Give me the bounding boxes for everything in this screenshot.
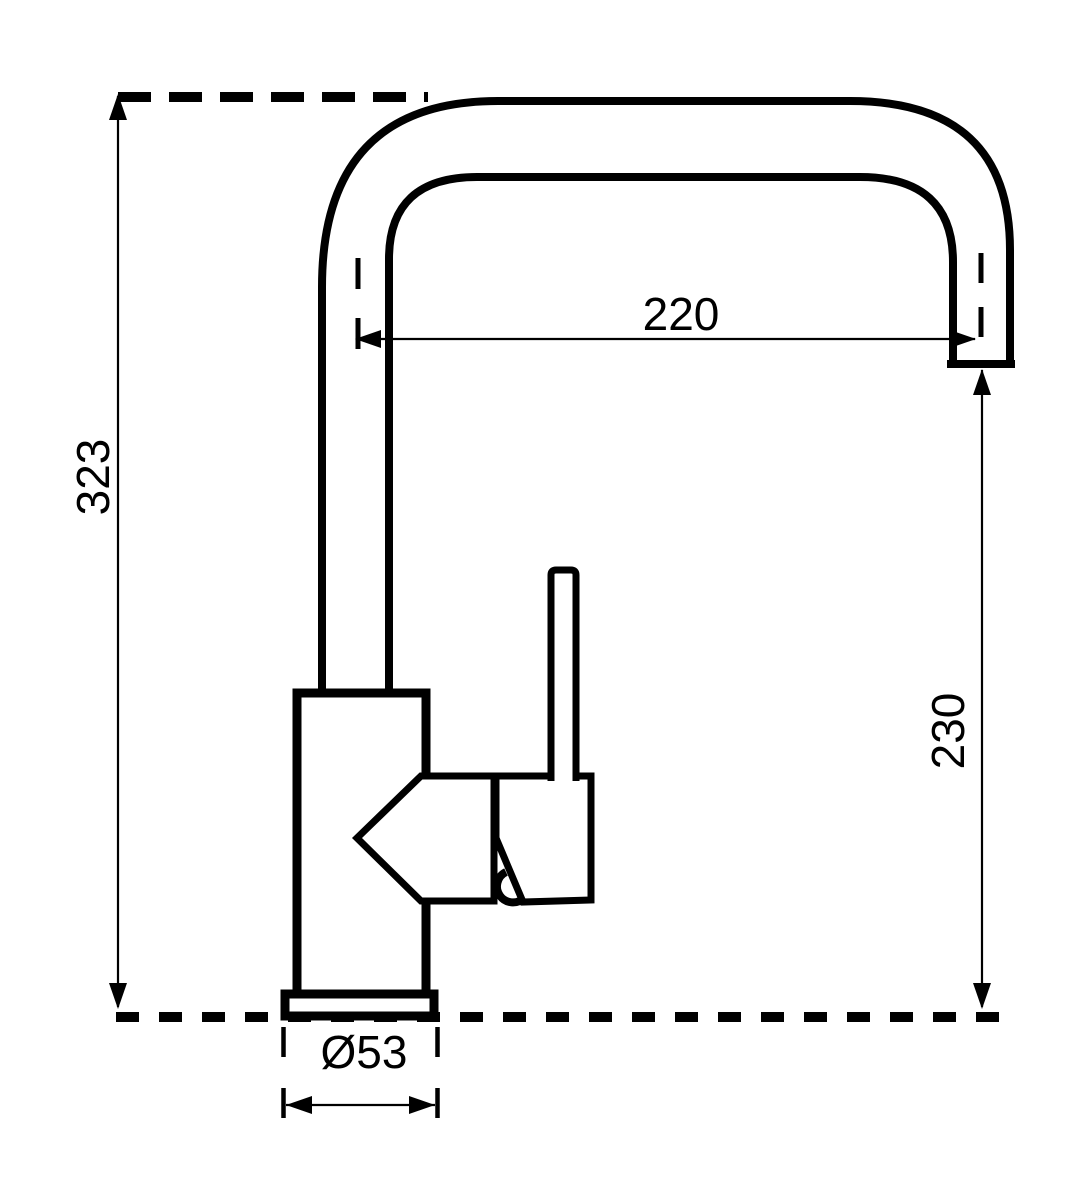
spout-outer-contour (318, 97, 1014, 697)
base-diameter-label: Ø53 (321, 1026, 408, 1078)
spout-inner-contour (385, 173, 957, 697)
arrow-left-icon (286, 1096, 312, 1114)
arrow-down-icon (973, 983, 991, 1009)
arrow-left-icon (355, 330, 381, 348)
arrow-up-icon (109, 94, 127, 120)
cartridge-housing (492, 772, 595, 906)
spout-reach-label: 220 (643, 288, 720, 340)
outlet-height-label: 230 (922, 693, 974, 770)
arrow-down-icon (109, 983, 127, 1009)
cartridge-dome-arc (493, 868, 527, 907)
handle-lever (547, 566, 580, 781)
arrow-up-icon (973, 369, 991, 395)
reference-lines (116, 92, 1002, 1022)
neck-joint (351, 772, 498, 905)
base-flange (280, 989, 439, 1021)
dimension-overall-height: 323 (67, 94, 127, 1009)
faucet-outline (280, 97, 1015, 1021)
dimension-base-diameter: Ø53 (281, 1026, 440, 1118)
dimension-spout-reach: 220 (355, 288, 976, 348)
arrow-right-icon (950, 330, 976, 348)
dimension-outlet-height: 230 (922, 369, 991, 1009)
arrow-right-icon (409, 1096, 435, 1114)
overall-height-label: 323 (67, 439, 119, 516)
